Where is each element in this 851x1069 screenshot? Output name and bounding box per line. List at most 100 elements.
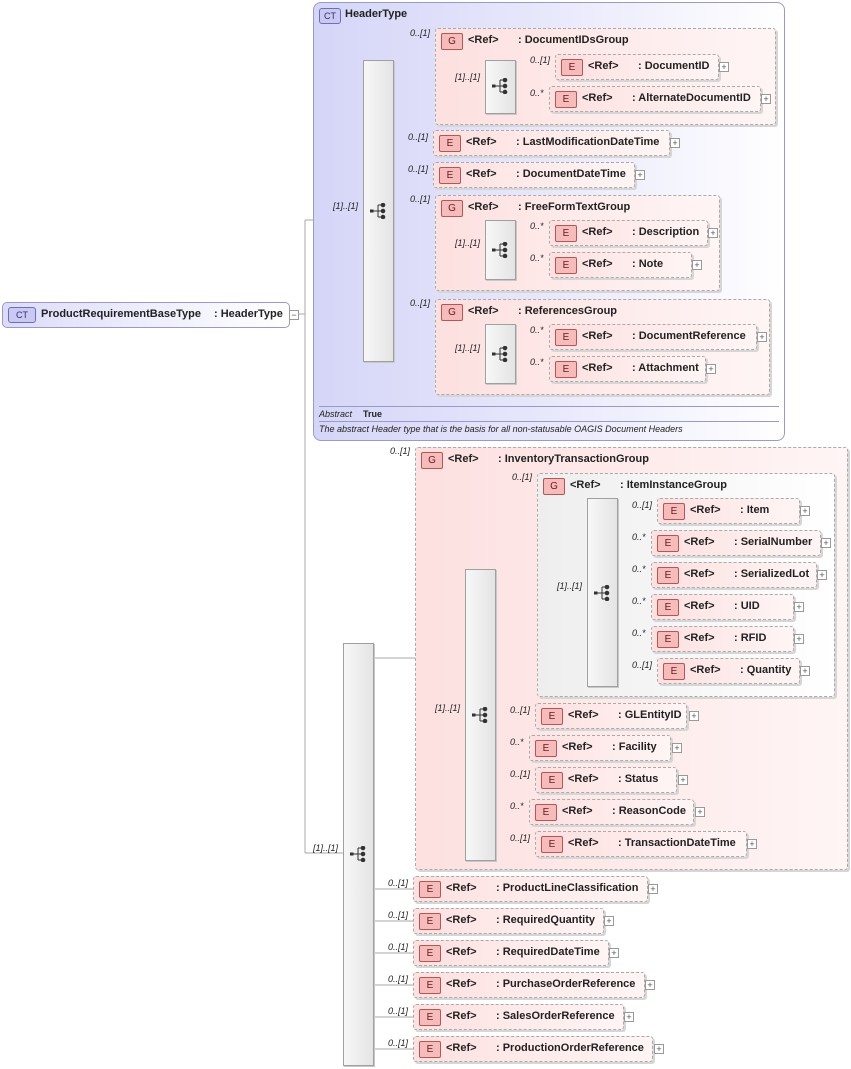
sequence-icon — [472, 707, 488, 723]
element-document-id[interactable]: E <Ref> : DocumentID — [555, 54, 719, 80]
element-name: : Description — [632, 226, 700, 238]
expand-toggle[interactable]: + — [821, 538, 831, 548]
element-required-quantity[interactable]: E <Ref> : RequiredQuantity — [413, 908, 604, 934]
group-name: : DocumentIDsGroup — [518, 34, 629, 46]
element-status[interactable]: E <Ref> : Status — [535, 767, 677, 793]
element-rfid[interactable]: E <Ref> : RFID — [651, 626, 794, 652]
element-item[interactable]: E <Ref> : Item — [657, 498, 800, 524]
expand-toggle[interactable]: + — [800, 506, 810, 516]
element-icon: E — [555, 361, 577, 378]
element-icon: E — [657, 599, 679, 616]
group-icon: G — [421, 452, 443, 469]
element-uid[interactable]: E <Ref> : UID — [651, 594, 794, 620]
abstract-label: Abstract — [319, 409, 353, 419]
ref-label: <Ref> — [446, 1042, 477, 1054]
element-icon: E — [419, 945, 441, 962]
element-purchase-order-reference[interactable]: E <Ref> : PurchaseOrderReference — [413, 972, 645, 998]
element-production-order-reference[interactable]: E <Ref> : ProductionOrderReference — [413, 1036, 653, 1062]
sequence-compositor[interactable] — [587, 498, 618, 687]
element-reason-code[interactable]: E <Ref> : ReasonCode — [529, 799, 694, 825]
element-facility[interactable]: E <Ref> : Facility — [529, 735, 671, 761]
element-name: : RFID — [734, 632, 767, 644]
expand-toggle[interactable]: + — [692, 260, 702, 270]
ref-label: <Ref> — [684, 600, 715, 612]
expand-toggle[interactable]: + — [794, 634, 804, 644]
expand-toggle[interactable]: + — [689, 711, 699, 721]
cardinality: [1]..[1] — [435, 703, 461, 713]
ref-label: <Ref> — [582, 92, 613, 104]
expand-toggle[interactable]: + — [706, 364, 716, 374]
type-description: The abstract Header type that is the bas… — [319, 424, 683, 434]
expand-toggle[interactable]: + — [604, 916, 614, 926]
element-icon: E — [439, 167, 461, 184]
expand-toggle[interactable]: + — [800, 666, 810, 676]
element-gl-entity-id[interactable]: E <Ref> : GLEntityID — [535, 703, 687, 729]
element-transaction-date-time[interactable]: E <Ref> : TransactionDateTime — [535, 831, 747, 857]
expand-toggle[interactable]: + — [761, 94, 771, 104]
ref-label: <Ref> — [446, 882, 477, 894]
element-icon: E — [663, 503, 685, 520]
cardinality: 0..[1] — [510, 833, 531, 843]
expand-toggle[interactable]: + — [794, 602, 804, 612]
expand-toggle[interactable]: + — [719, 62, 729, 72]
element-alternate-document-id[interactable]: E <Ref> : AlternateDocumentID — [549, 86, 761, 112]
inventory-sequence-compositor[interactable] — [465, 569, 496, 861]
element-attachment[interactable]: E <Ref> : Attachment — [549, 356, 706, 382]
cardinality: 0..* — [632, 532, 646, 542]
ref-label: <Ref> — [684, 536, 715, 548]
expand-toggle[interactable]: + — [635, 170, 645, 180]
element-serialized-lot[interactable]: E <Ref> : SerializedLot — [651, 562, 817, 588]
ref-label: <Ref> — [568, 837, 599, 849]
expand-toggle[interactable]: + — [654, 1044, 664, 1054]
ref-label: <Ref> — [684, 568, 715, 580]
expand-toggle[interactable]: + — [624, 1012, 634, 1022]
complex-type-icon: CT — [319, 8, 341, 24]
element-icon: E — [419, 1041, 441, 1058]
ref-label: <Ref> — [448, 453, 479, 465]
element-serial-number[interactable]: E <Ref> : SerialNumber — [651, 530, 821, 556]
expand-toggle[interactable]: + — [757, 332, 767, 342]
element-quantity[interactable]: E <Ref> : Quantity — [657, 658, 800, 684]
cardinality: 0..* — [530, 325, 544, 335]
ref-label: <Ref> — [466, 136, 497, 148]
sequence-compositor[interactable] — [485, 60, 516, 114]
cardinality: [1]..[1] — [455, 238, 481, 248]
expand-toggle[interactable]: + — [817, 570, 827, 580]
extension-sequence-compositor[interactable] — [343, 643, 374, 1066]
ref-label: <Ref> — [562, 805, 593, 817]
element-document-reference[interactable]: E <Ref> : DocumentReference — [549, 324, 757, 350]
ref-label: <Ref> — [568, 773, 599, 785]
element-name: : LastModificationDateTime — [516, 136, 660, 148]
expand-toggle[interactable]: + — [645, 980, 655, 990]
element-last-modification-date-time[interactable]: E <Ref> : LastModificationDateTime — [433, 130, 670, 156]
header-sequence-compositor[interactable] — [363, 60, 394, 362]
group-name: : FreeFormTextGroup — [518, 201, 631, 213]
complex-type-icon: CT — [8, 307, 36, 323]
header-type-title: HeaderType — [345, 8, 408, 20]
element-note[interactable]: E <Ref> : Note — [549, 252, 692, 278]
element-description[interactable]: E <Ref> : Description — [549, 220, 708, 246]
element-document-date-time[interactable]: E <Ref> : DocumentDateTime — [433, 162, 635, 188]
expand-toggle[interactable]: + — [747, 839, 757, 849]
sequence-icon — [492, 78, 508, 94]
cardinality: 0..[1] — [510, 705, 531, 715]
expand-toggle[interactable]: + — [648, 884, 658, 894]
element-required-date-time[interactable]: E <Ref> : RequiredDateTime — [413, 940, 609, 966]
expand-toggle[interactable]: + — [672, 743, 682, 753]
element-icon: E — [419, 881, 441, 898]
sequence-compositor[interactable] — [485, 324, 516, 384]
collapse-toggle[interactable]: − — [289, 310, 299, 320]
cardinality: 0..* — [530, 221, 544, 231]
element-icon: E — [541, 708, 563, 725]
ref-label: <Ref> — [562, 741, 593, 753]
expand-toggle[interactable]: + — [609, 948, 619, 958]
sequence-compositor[interactable] — [485, 220, 516, 280]
expand-toggle[interactable]: + — [678, 775, 688, 785]
expand-toggle[interactable]: + — [670, 138, 680, 148]
expand-toggle[interactable]: + — [695, 807, 705, 817]
expand-toggle[interactable]: + — [708, 228, 718, 238]
group-icon: G — [543, 478, 565, 495]
element-sales-order-reference[interactable]: E <Ref> : SalesOrderReference — [413, 1004, 624, 1030]
root-type-node[interactable]: CT ProductRequirementBaseType : HeaderTy… — [2, 302, 290, 328]
element-product-line-classification[interactable]: E <Ref> : ProductLineClassification — [413, 876, 648, 902]
